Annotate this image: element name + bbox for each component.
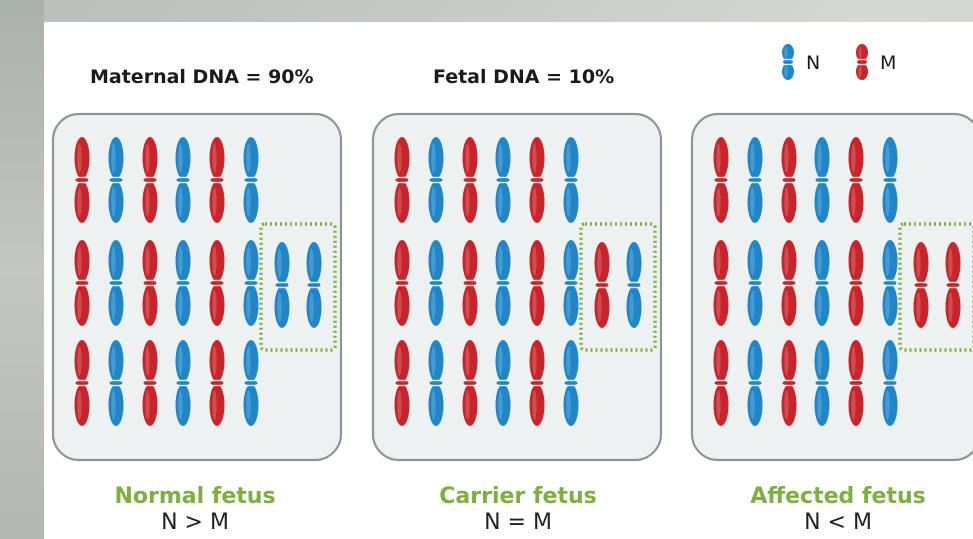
maternal-chromosome-affected [748,240,763,326]
panel-relation-carrier: N = M [398,510,638,536]
maternal-chromosome-carrier [496,340,511,426]
panel-title-normal: Normal fetus [75,484,315,510]
maternal-chromosome-carrier [564,240,579,326]
maternal-chromosome-carrier [564,340,579,426]
maternal-chromosome-normal [143,240,158,326]
maternal-chromosome-affected [815,340,830,426]
panel-caption-carrier: Carrier fetus N = M [398,484,638,536]
maternal-chromosome-affected [782,137,797,223]
maternal-chromosome-normal [143,137,158,223]
maternal-chromosome-affected [849,340,864,426]
maternal-chromosome-normal [244,340,259,426]
maternal-chromosome-normal [75,340,90,426]
maternal-chromosome-normal [244,137,259,223]
legend-normal-chromosome [782,44,794,80]
maternal-chromosome-normal [244,240,259,326]
maternal-chromosome-carrier [530,137,545,223]
maternal-chromosome-carrier [530,240,545,326]
maternal-chromosome-normal [109,137,124,223]
panel-relation-normal: N > M [75,510,315,536]
maternal-chromosome-normal [143,340,158,426]
maternal-chromosome-carrier [395,240,410,326]
fetal-chromosome-affected [914,242,929,328]
maternal-chromosome-normal [210,137,225,223]
panel-box-carrier [373,114,661,460]
maternal-chromosome-affected [883,240,898,326]
legend-mutant-label: M [880,52,896,74]
maternal-chromosome-affected [748,340,763,426]
maternal-chromosome-carrier [395,137,410,223]
maternal-chromosome-carrier [564,137,579,223]
maternal-chromosome-affected [883,340,898,426]
maternal-chromosome-affected [714,240,729,326]
panel-title-carrier: Carrier fetus [398,484,638,510]
maternal-chromosome-normal [109,240,124,326]
maternal-chromosome-affected [815,240,830,326]
fetal-chromosome-carrier [627,242,642,328]
panel-box-normal [53,114,341,460]
maternal-chromosome-affected [782,340,797,426]
maternal-chromosome-normal [176,240,191,326]
legend-normal-label: N [806,52,820,74]
maternal-chromosome-normal [210,340,225,426]
maternal-chromosome-carrier [496,240,511,326]
maternal-chromosome-affected [849,137,864,223]
fetal-chromosome-normal [275,242,290,328]
maternal-chromosome-affected [714,137,729,223]
maternal-chromosome-normal [109,340,124,426]
panel-relation-affected: N < M [718,510,958,536]
maternal-chromosome-carrier [395,340,410,426]
maternal-chromosome-normal [75,240,90,326]
maternal-chromosome-carrier [463,137,478,223]
maternal-chromosome-affected [815,137,830,223]
maternal-chromosome-affected [748,137,763,223]
maternal-chromosome-normal [75,137,90,223]
maternal-chromosome-affected [883,137,898,223]
maternal-chromosome-affected [714,340,729,426]
maternal-chromosome-affected [849,240,864,326]
maternal-chromosome-normal [176,340,191,426]
maternal-chromosome-affected [782,240,797,326]
panel-title-affected: Affected fetus [718,484,958,510]
fetal-chromosome-normal [307,242,322,328]
maternal-chromosome-normal [176,137,191,223]
maternal-chromosome-carrier [463,340,478,426]
fetal-chromosome-carrier [595,242,610,328]
panel-box-affected [692,114,973,460]
maternal-chromosome-normal [210,240,225,326]
maternal-chromosome-carrier [429,137,444,223]
maternal-chromosome-carrier [496,137,511,223]
maternal-chromosome-carrier [463,240,478,326]
panel-caption-normal: Normal fetus N > M [75,484,315,536]
maternal-chromosome-carrier [429,340,444,426]
maternal-chromosome-carrier [429,240,444,326]
legend-mutant-chromosome [856,44,868,80]
fetal-chromosome-affected [946,242,961,328]
panel-caption-affected: Affected fetus N < M [718,484,958,536]
maternal-chromosome-carrier [530,340,545,426]
